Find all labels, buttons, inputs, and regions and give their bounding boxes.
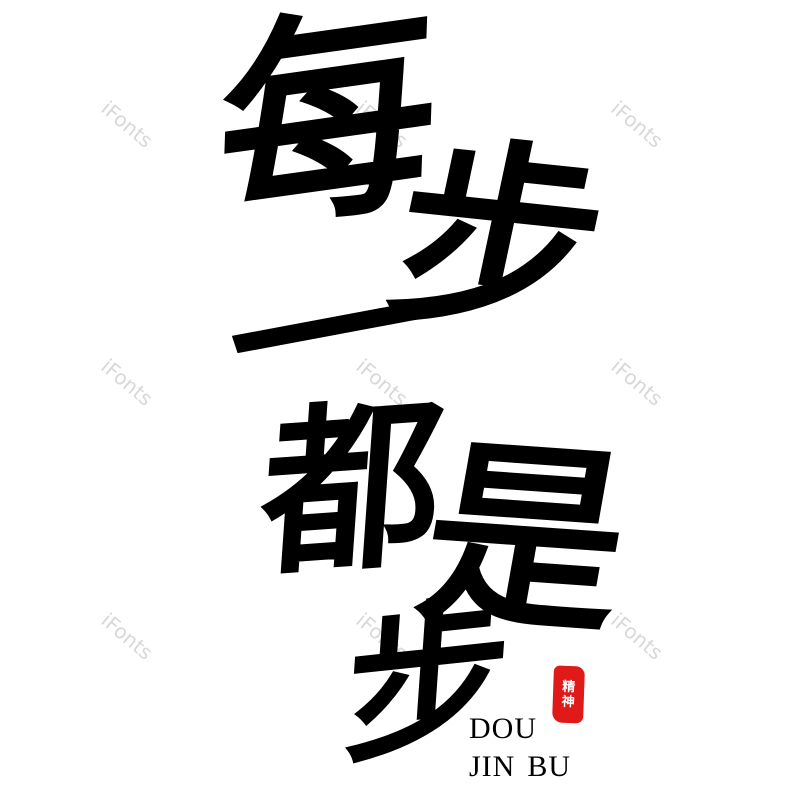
- seal-char: 神: [561, 694, 575, 710]
- calligraphy-char-dou: 都: [254, 376, 450, 603]
- watermark-text: iFonts: [96, 96, 158, 153]
- pinyin-line-1: DOU: [469, 714, 537, 744]
- watermark-text: iFonts: [96, 354, 158, 411]
- red-seal-stamp: 精 神: [552, 665, 585, 724]
- pinyin-word: JIN: [469, 750, 516, 783]
- watermark-text: iFonts: [606, 354, 668, 411]
- seal-char: 精: [561, 679, 576, 695]
- calligraphy-char-bu-second: 步: [338, 575, 517, 789]
- watermark-text: iFonts: [606, 608, 668, 665]
- pinyin-word: BU: [527, 750, 572, 783]
- pinyin-line-2: JIN BU: [469, 752, 571, 782]
- watermark-text: iFonts: [96, 608, 158, 665]
- pinyin-word: DOU: [469, 712, 537, 745]
